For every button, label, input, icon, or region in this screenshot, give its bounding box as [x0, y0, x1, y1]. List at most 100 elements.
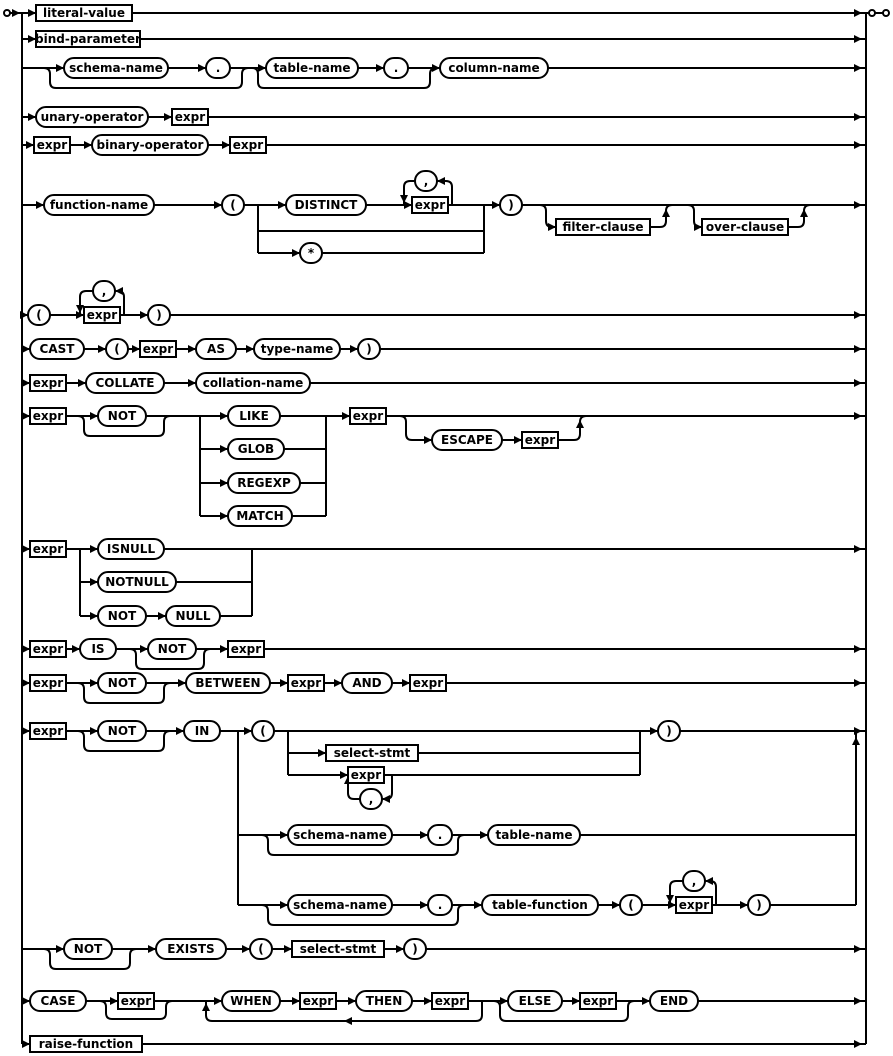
- svg-text:*: *: [308, 246, 315, 260]
- svg-text:(: (: [258, 942, 263, 956]
- end-terminal-icon: [868, 9, 876, 17]
- end-terminal2-icon: [882, 9, 890, 17]
- node-not: NOT: [97, 405, 147, 427]
- node-rparen: ): [357, 338, 381, 360]
- svg-text:schema-name: schema-name: [69, 61, 163, 75]
- svg-text:expr: expr: [143, 342, 173, 356]
- node-rparen: ): [499, 194, 523, 216]
- svg-text:): ): [156, 308, 161, 322]
- svg-text:expr: expr: [33, 642, 63, 656]
- node-expr: expr: [29, 640, 67, 658]
- node-null: NULL: [165, 605, 221, 627]
- svg-text:expr: expr: [679, 898, 709, 912]
- svg-text:expr: expr: [415, 198, 445, 212]
- node-expr: expr: [675, 896, 713, 914]
- svg-text:expr: expr: [33, 542, 63, 556]
- svg-text:expr: expr: [303, 994, 333, 1008]
- svg-text:expr: expr: [351, 768, 381, 782]
- node-expr: expr: [411, 196, 449, 214]
- node-table-name: table-name: [487, 824, 581, 846]
- node-and: AND: [341, 672, 393, 694]
- node-table-name: table-name: [265, 57, 359, 79]
- node-rparen: ): [147, 304, 171, 326]
- svg-text:expr: expr: [435, 994, 465, 1008]
- svg-text:over-clause: over-clause: [706, 220, 784, 234]
- node-not: NOT: [97, 672, 147, 694]
- node-function-name: function-name: [43, 194, 155, 216]
- svg-text:expr: expr: [583, 994, 613, 1008]
- node-over-clause: over-clause: [701, 218, 789, 236]
- node-lparen: (: [249, 938, 273, 960]
- svg-text:expr: expr: [121, 994, 151, 1008]
- node-schema-name: schema-name: [287, 824, 393, 846]
- node-expr: expr: [229, 136, 267, 154]
- node-type-name: type-name: [253, 338, 341, 360]
- node-isnull: ISNULL: [97, 538, 165, 560]
- node-expr: expr: [171, 108, 209, 126]
- svg-text:ELSE: ELSE: [519, 994, 552, 1008]
- connector-lines: [10, 12, 883, 1045]
- node-expr: expr: [409, 674, 447, 692]
- node-lparen: (: [251, 720, 275, 742]
- svg-text:(: (: [114, 342, 119, 356]
- svg-text:EXISTS: EXISTS: [167, 942, 214, 956]
- svg-text:expr: expr: [525, 433, 555, 447]
- svg-text:unary-operator: unary-operator: [41, 110, 144, 124]
- svg-text:expr: expr: [291, 676, 321, 690]
- node-filter-clause: filter-clause: [555, 218, 651, 236]
- node-as: AS: [195, 338, 237, 360]
- node-notnull: NOTNULL: [97, 571, 177, 593]
- node-schema-name: schema-name: [63, 57, 169, 79]
- node-between: BETWEEN: [185, 672, 271, 694]
- node-lparen: (: [27, 304, 51, 326]
- svg-text:LIKE: LIKE: [239, 409, 269, 423]
- svg-text:expr: expr: [33, 724, 63, 738]
- node-lparen: (: [221, 194, 245, 216]
- svg-text:GLOB: GLOB: [238, 442, 274, 456]
- node-when: WHEN: [221, 990, 281, 1012]
- start-terminal-icon: [3, 9, 11, 17]
- svg-text:,: ,: [102, 284, 107, 298]
- svg-text:(: (: [230, 198, 235, 212]
- node-match: MATCH: [227, 505, 293, 527]
- node-binary-operator: binary-operator: [91, 134, 209, 156]
- svg-text:ESCAPE: ESCAPE: [441, 433, 493, 447]
- node-then: THEN: [355, 990, 413, 1012]
- svg-text:(: (: [260, 724, 265, 738]
- svg-text:expr: expr: [33, 409, 63, 423]
- node-raise-function: raise-function: [29, 1035, 143, 1053]
- svg-text:table-name: table-name: [496, 828, 573, 842]
- svg-text:IN: IN: [195, 724, 210, 738]
- node-star: *: [299, 242, 323, 264]
- svg-text:expr: expr: [175, 110, 205, 124]
- node-lparen: (: [619, 894, 643, 916]
- svg-text:): ): [412, 942, 417, 956]
- node-expr: expr: [347, 766, 385, 784]
- node-end: END: [649, 990, 699, 1012]
- node-schema-name: schema-name: [287, 894, 393, 916]
- svg-text:table-function: table-function: [492, 898, 588, 912]
- svg-text:DISTINCT: DISTINCT: [295, 198, 359, 212]
- svg-text:CASE: CASE: [41, 994, 76, 1008]
- svg-text:NOTNULL: NOTNULL: [105, 575, 169, 589]
- node-exists: EXISTS: [155, 938, 227, 960]
- node-expr: expr: [117, 992, 155, 1010]
- svg-text:NOT: NOT: [108, 724, 137, 738]
- node-expr: expr: [29, 722, 67, 740]
- svg-text:collation-name: collation-name: [203, 376, 304, 390]
- svg-text:NOT: NOT: [158, 642, 187, 656]
- node-expr: expr: [299, 992, 337, 1010]
- node-dot: .: [205, 57, 231, 79]
- svg-text:,: ,: [692, 874, 697, 888]
- node-expr: expr: [29, 540, 67, 558]
- svg-text:function-name: function-name: [50, 198, 148, 212]
- node-escape: ESCAPE: [431, 429, 503, 451]
- svg-text:END: END: [660, 994, 688, 1008]
- svg-text:NOT: NOT: [108, 609, 137, 623]
- node-expr: expr: [521, 431, 559, 449]
- svg-text:AND: AND: [352, 676, 381, 690]
- svg-text:WHEN: WHEN: [230, 994, 272, 1008]
- svg-text:CAST: CAST: [40, 342, 76, 356]
- svg-text:select-stmt: select-stmt: [300, 942, 377, 956]
